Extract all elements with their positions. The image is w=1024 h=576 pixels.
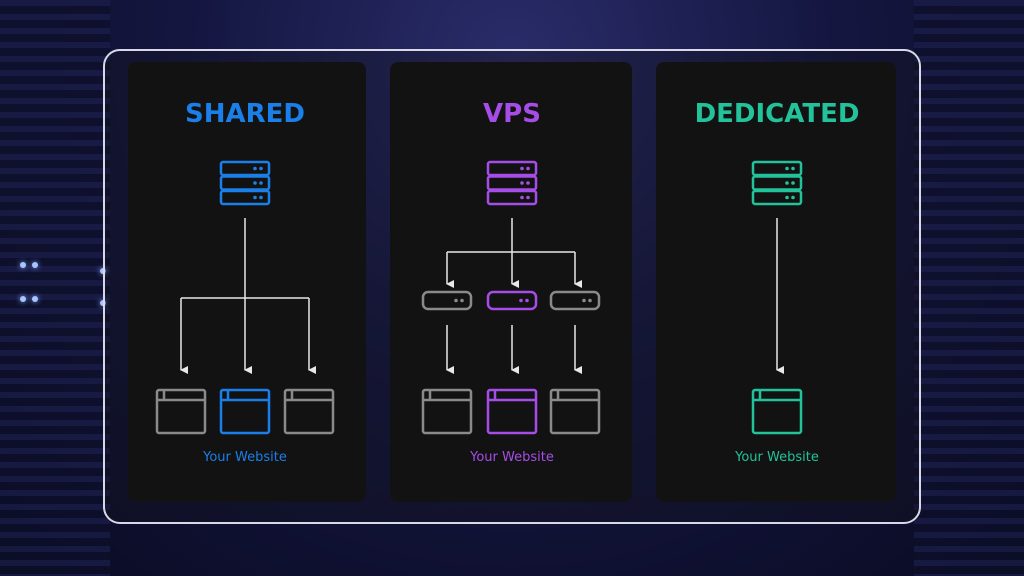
rack-light bbox=[20, 296, 26, 302]
server-led bbox=[785, 181, 789, 185]
server-led bbox=[253, 195, 257, 200]
server-led bbox=[791, 166, 795, 171]
shared-caption: Your Website bbox=[202, 450, 287, 465]
server-icon bbox=[751, 160, 803, 177]
rack-light bbox=[20, 262, 26, 268]
server-icon bbox=[219, 175, 271, 191]
background-rack-left bbox=[0, 0, 110, 576]
website-window-icon bbox=[155, 388, 207, 435]
rack-light bbox=[32, 262, 38, 268]
virtual-server-icon bbox=[486, 290, 538, 311]
website-window-icon bbox=[219, 388, 271, 435]
server-icon bbox=[486, 175, 538, 191]
website-window-icon bbox=[486, 388, 538, 435]
vps-title: VPS bbox=[483, 99, 541, 129]
server-led bbox=[460, 298, 464, 303]
panel-dedicated bbox=[656, 62, 896, 502]
server-led bbox=[785, 195, 789, 200]
website-window-icon bbox=[549, 388, 601, 435]
server-icon bbox=[486, 189, 538, 206]
website-window-icon bbox=[751, 388, 803, 435]
background-rack-right bbox=[914, 0, 1024, 576]
server-led bbox=[791, 195, 795, 200]
server-led bbox=[520, 166, 524, 171]
server-icon bbox=[751, 189, 803, 206]
server-led bbox=[519, 298, 523, 303]
shared-title: SHARED bbox=[185, 99, 305, 129]
server-led bbox=[526, 195, 530, 200]
rack-light bbox=[32, 296, 38, 302]
server-led bbox=[526, 166, 530, 171]
server-led bbox=[785, 166, 789, 171]
vps-caption: Your Website bbox=[469, 450, 554, 465]
server-led bbox=[526, 181, 530, 185]
dedicated-title: DEDICATED bbox=[695, 99, 860, 129]
server-led bbox=[520, 195, 524, 200]
server-led bbox=[520, 181, 524, 185]
server-icon bbox=[486, 160, 538, 177]
server-led bbox=[253, 166, 257, 171]
server-led bbox=[259, 195, 263, 200]
server-icon bbox=[219, 189, 271, 206]
server-led bbox=[525, 298, 529, 303]
server-icon bbox=[751, 175, 803, 191]
server-led bbox=[582, 298, 586, 303]
website-window-icon bbox=[421, 388, 473, 435]
server-led bbox=[259, 166, 263, 171]
server-led bbox=[454, 298, 458, 303]
dedicated-caption: Your Website bbox=[734, 450, 819, 465]
virtual-server-icon bbox=[549, 290, 601, 311]
website-window-icon bbox=[283, 388, 335, 435]
server-led bbox=[253, 181, 257, 185]
virtual-server-icon bbox=[421, 290, 473, 311]
server-led bbox=[259, 181, 263, 185]
server-led bbox=[791, 181, 795, 185]
server-icon bbox=[219, 160, 271, 177]
panel-shared bbox=[128, 62, 366, 502]
server-led bbox=[588, 298, 592, 303]
